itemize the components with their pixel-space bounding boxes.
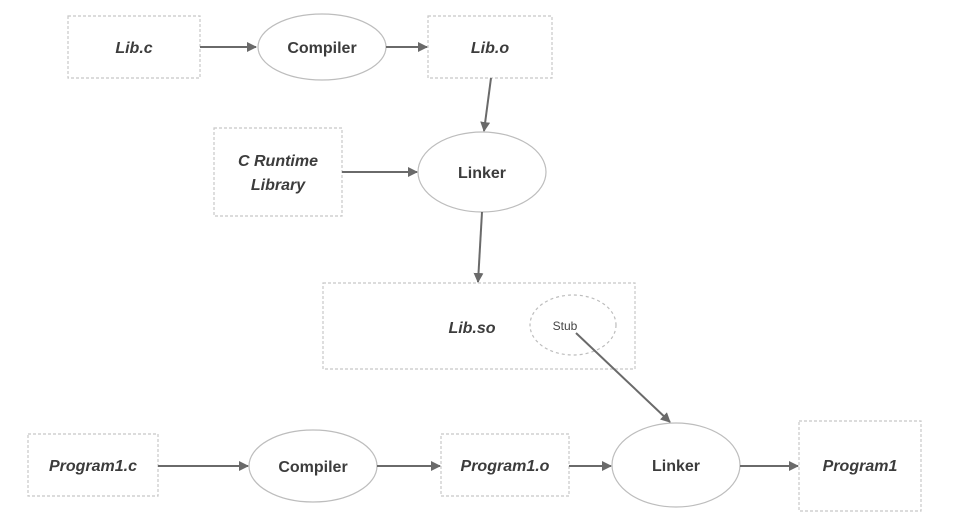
- program1-label: Program1: [823, 458, 898, 475]
- lib-c-node: Lib.c: [67, 15, 201, 79]
- lib-so-label: Lib.so: [448, 320, 495, 337]
- compiler-bottom-label: Compiler: [278, 459, 347, 476]
- lib-c-label: Lib.c: [115, 40, 152, 57]
- lib-o-node: Lib.o: [427, 15, 553, 79]
- lib-so-node: Lib.so Stub: [322, 282, 636, 370]
- c-runtime-label-line2: Library: [251, 177, 306, 194]
- program1-c-node: Program1.c: [27, 433, 159, 497]
- linker-bottom-node: Linker: [611, 422, 741, 508]
- linker-mid-node: Linker: [417, 131, 547, 213]
- compiler-top-node: Compiler: [257, 13, 387, 81]
- arrow-lib-o-to-linker: [480, 77, 492, 132]
- program1-c-label: Program1.c: [49, 458, 137, 475]
- program1-node: Program1: [798, 420, 922, 512]
- lib-o-label: Lib.o: [471, 40, 509, 57]
- linker-bottom-label: Linker: [652, 458, 700, 475]
- arrow-linker-to-lib-so: [473, 211, 484, 283]
- compiler-bottom-node: Compiler: [248, 429, 378, 503]
- program1-o-node: Program1.o: [440, 433, 570, 497]
- stub-node: Stub: [529, 294, 617, 356]
- stub-label: Stub: [553, 319, 578, 333]
- c-runtime-library-node: C Runtime Library: [213, 127, 343, 217]
- arrow-stub-to-linker: [575, 332, 671, 423]
- c-runtime-label-line1: C Runtime: [238, 153, 318, 170]
- program1-o-label: Program1.o: [461, 458, 550, 475]
- compiler-top-label: Compiler: [287, 40, 356, 57]
- linker-mid-label: Linker: [458, 165, 506, 182]
